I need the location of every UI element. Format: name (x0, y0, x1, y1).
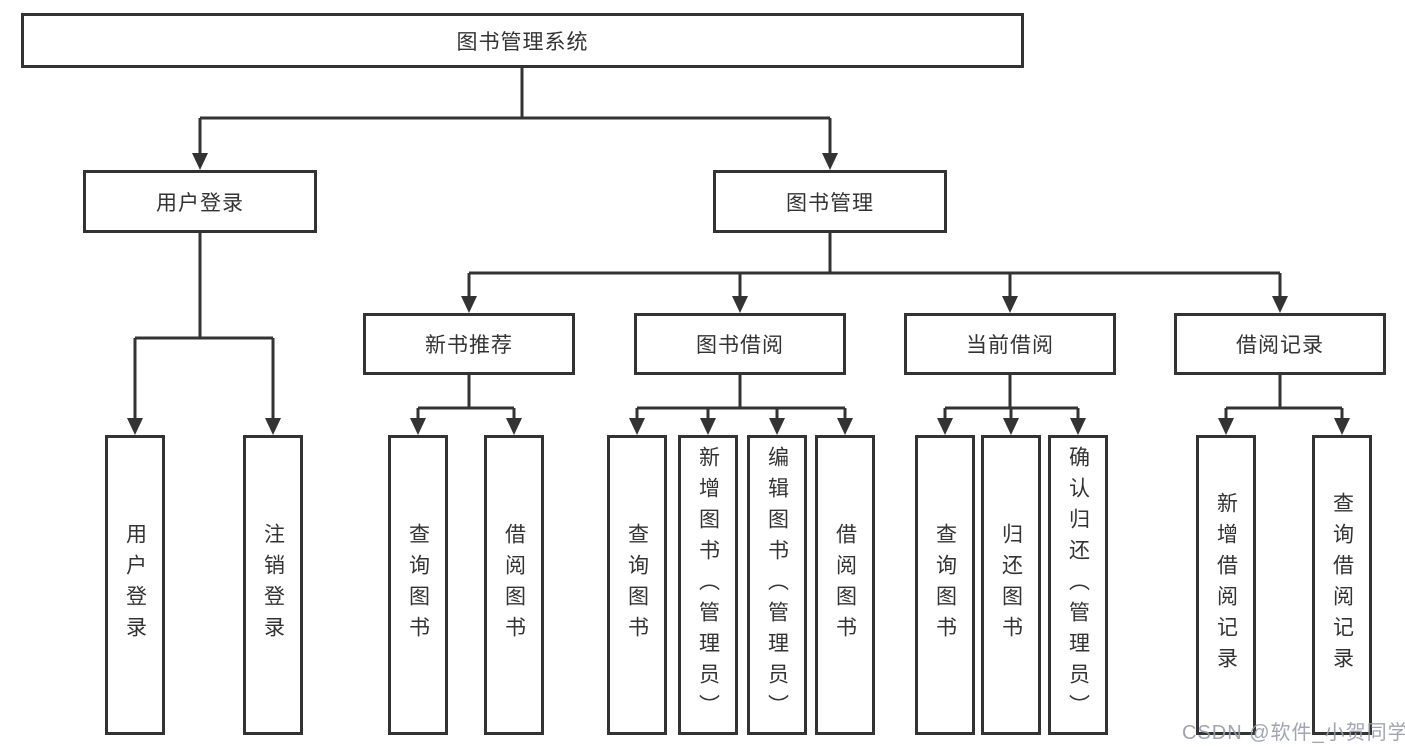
node-book-borrowing: 图书借阅 (634, 313, 846, 375)
node-leaf-user-login: 用户登录 (105, 435, 165, 735)
connector-book-management-branch (467, 233, 1282, 298)
arrow-down-icon (1334, 418, 1350, 435)
leaf-label: 查询借阅记录 (1330, 492, 1354, 678)
node-leaf-logout: 注销登录 (243, 435, 303, 735)
leaf-label: 查询图书 (406, 523, 430, 647)
node-book-management: 图书管理 (713, 170, 947, 233)
arrow-down-icon (1002, 296, 1018, 313)
connector-root-branch (198, 68, 832, 155)
arrow-down-icon (629, 418, 645, 435)
arrow-down-icon (732, 296, 748, 313)
arrow-down-icon (700, 418, 716, 435)
leaf-label: 查询图书 (933, 523, 957, 647)
node-leaf-cb-return-books: 归还图书 (981, 435, 1041, 735)
node-leaf-br-query-record: 查询借阅记录 (1312, 435, 1372, 735)
arrow-down-icon (410, 418, 426, 435)
arrow-down-icon (506, 418, 522, 435)
connector-book-borrowing-branch (635, 375, 847, 420)
arrow-down-icon (837, 418, 853, 435)
arrow-down-icon (937, 418, 953, 435)
connector-new-book-branch (416, 375, 516, 420)
leaf-label: 归还图书 (999, 523, 1023, 647)
node-user-login: 用户登录 (83, 170, 317, 233)
node-leaf-cb-query-books: 查询图书 (915, 435, 975, 735)
arrow-down-icon (769, 418, 785, 435)
leaf-label: 新增借阅记录 (1214, 492, 1238, 678)
node-leaf-cb-confirm-return-admin: 确认归还（管理员） (1048, 435, 1108, 735)
node-leaf-bb-borrow-books: 借阅图书 (815, 435, 875, 735)
arrow-down-icon (1070, 418, 1086, 435)
arrow-down-icon (822, 153, 838, 170)
leaf-label: 借阅图书 (833, 523, 857, 647)
arrow-down-icon (1003, 418, 1019, 435)
connector-current-borrowing-branch (943, 375, 1080, 420)
node-new-book-recommend: 新书推荐 (363, 313, 575, 375)
arrow-down-icon (1218, 418, 1234, 435)
node-library-system: 图书管理系统 (21, 13, 1024, 68)
node-leaf-nb-query-books: 查询图书 (388, 435, 448, 735)
leaf-label: 确认归还（管理员） (1066, 445, 1090, 725)
node-leaf-bb-edit-books-admin: 编辑图书（管理员） (747, 435, 807, 735)
csdn-watermark: CSDN @软件_小贺同学 (1182, 722, 1405, 744)
leaf-label: 借阅图书 (502, 523, 526, 647)
node-leaf-bb-query-books: 查询图书 (607, 435, 667, 735)
node-leaf-nb-borrow-books: 借阅图书 (484, 435, 544, 735)
arrow-down-icon (265, 418, 281, 435)
arrow-down-icon (1272, 296, 1288, 313)
leaf-label: 注销登录 (261, 523, 285, 647)
arrow-down-icon (127, 418, 143, 435)
leaf-label: 查询图书 (625, 523, 649, 647)
arrow-down-icon (192, 153, 208, 170)
node-leaf-br-add-record: 新增借阅记录 (1196, 435, 1256, 735)
connector-borrowing-records-branch (1224, 375, 1344, 420)
node-current-borrowing: 当前借阅 (904, 313, 1116, 375)
leaf-label: 新增图书（管理员） (696, 445, 720, 725)
leaf-label: 编辑图书（管理员） (765, 445, 789, 725)
arrow-down-icon (461, 296, 477, 313)
node-leaf-bb-add-books-admin: 新增图书（管理员） (678, 435, 738, 735)
node-borrowing-records: 借阅记录 (1174, 313, 1386, 375)
leaf-label: 用户登录 (123, 523, 147, 647)
connector-user-login-branch (133, 233, 275, 420)
